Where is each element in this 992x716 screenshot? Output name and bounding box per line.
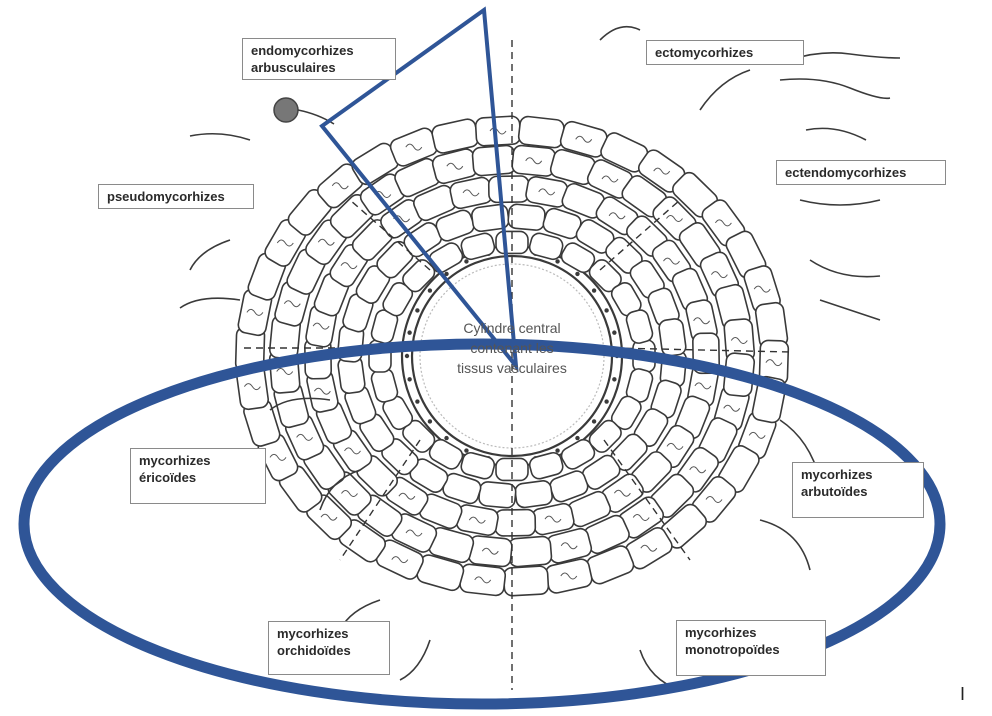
hypha	[810, 260, 880, 277]
cortex-cell	[528, 232, 565, 262]
hypha	[780, 79, 890, 98]
casparian-dot	[612, 377, 616, 381]
hypha	[190, 134, 250, 140]
casparian-dot	[407, 377, 411, 381]
cortex-cell	[518, 116, 565, 149]
label-mycorhizes-arbutoides: mycorhizes arbutoïdes	[792, 462, 924, 518]
cortex-cell	[460, 232, 497, 262]
casparian-dot	[428, 288, 432, 292]
label-ericoides-line2: éricoïdes	[139, 469, 257, 486]
casparian-dot	[604, 399, 608, 403]
casparian-dot	[415, 399, 419, 403]
center-line1: Cylindre central	[432, 318, 592, 338]
cortex-cell	[508, 536, 552, 567]
cortex-cell	[431, 118, 480, 155]
cortex-cell	[508, 204, 546, 231]
hypha	[806, 128, 866, 140]
corner-mark: I	[960, 684, 965, 705]
cortex-cell	[658, 318, 687, 357]
casparian-dot	[592, 288, 596, 292]
label-pseudomycorhizes: pseudomycorhizes	[98, 184, 254, 209]
casparian-dot	[407, 330, 411, 334]
label-mycorhizes-monotropoides: mycorhizes monotropoïdes	[676, 620, 826, 676]
label-ericoides-line1: mycorhizes	[139, 452, 257, 469]
spore-vesicle	[274, 98, 298, 122]
center-line3: tissus vasculaires	[432, 358, 592, 378]
label-orchidoides-line2: orchidoïdes	[277, 642, 381, 659]
label-monotropoides-line2: monotropoïdes	[685, 641, 817, 658]
casparian-dot	[464, 448, 468, 452]
label-endo-line1: endomycorhizes	[251, 42, 387, 59]
hypha	[700, 70, 750, 110]
casparian-dot	[575, 272, 579, 276]
label-mycorhizes-orchidoides: mycorhizes orchidoïdes	[268, 621, 390, 675]
hypha	[820, 300, 880, 320]
label-ecto-text: ectomycorhizes	[655, 44, 795, 61]
cortex-cell	[503, 566, 548, 596]
label-arbutoides-line2: arbutoïdes	[801, 483, 915, 500]
casparian-dot	[604, 308, 608, 312]
label-pseudo-text: pseudomycorhizes	[107, 188, 245, 205]
casparian-dot	[415, 308, 419, 312]
hypha	[190, 240, 230, 270]
hypha	[600, 27, 640, 40]
casparian-dot	[555, 448, 559, 452]
cortex-cell	[478, 481, 516, 508]
cortex-cell	[489, 176, 529, 203]
cortex-cell	[495, 509, 535, 536]
hypha	[180, 298, 240, 308]
label-monotropoides-line1: mycorhizes	[685, 624, 817, 641]
label-ectomycorhizes: ectomycorhizes	[646, 40, 804, 65]
casparian-dot	[428, 419, 432, 423]
label-arbutoides-line1: mycorhizes	[801, 466, 915, 483]
label-ectendomycorhizes: ectendomycorhizes	[776, 160, 946, 185]
label-ectendo-text: ectendomycorhizes	[785, 164, 937, 181]
casparian-dot	[555, 259, 559, 263]
hypha	[400, 640, 430, 680]
casparian-dot	[405, 354, 409, 358]
cortex-cell	[625, 308, 655, 345]
label-endomycorhizes-arbusculaires: endomycorhizes arbusculaires	[242, 38, 396, 80]
casparian-dot	[612, 330, 616, 334]
casparian-dot	[444, 436, 448, 440]
hypha	[800, 200, 880, 205]
casparian-dot	[592, 419, 596, 423]
central-cylinder-caption: Cylindre central contenant les tissus va…	[432, 318, 592, 378]
casparian-dot	[575, 436, 579, 440]
cortex-cell	[472, 145, 516, 176]
label-endo-line2: arbusculaires	[251, 59, 387, 76]
cortex-cell	[528, 451, 565, 481]
hypha	[790, 53, 900, 60]
cortex-cell	[514, 480, 553, 509]
center-line2: contenant les	[432, 338, 592, 358]
hypha	[760, 520, 810, 570]
casparian-dot	[464, 259, 468, 263]
label-mycorhizes-ericoides: mycorhizes éricoïdes	[130, 448, 266, 504]
label-orchidoides-line1: mycorhizes	[277, 625, 381, 642]
